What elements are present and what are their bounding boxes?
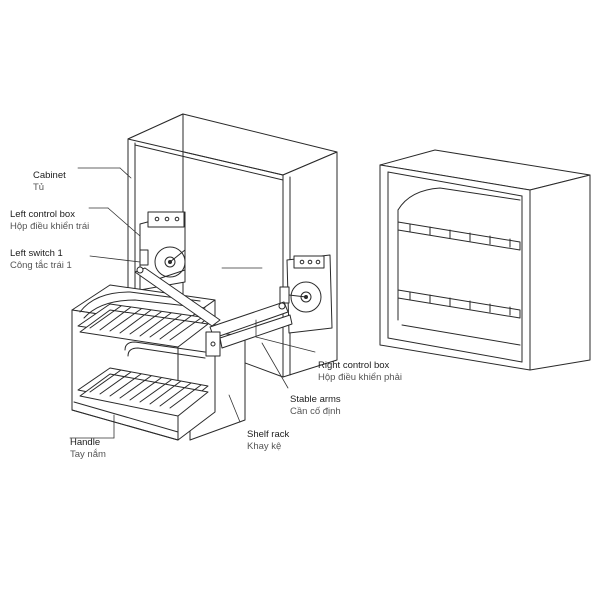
label-stable-arms-vi: Cần cố định bbox=[290, 406, 341, 417]
leader-lines bbox=[69, 167, 316, 439]
label-left-switch: Left switch 1 Công tắc trái 1 bbox=[10, 248, 72, 272]
label-cabinet-vi: Tủ bbox=[33, 182, 45, 193]
leader-left-switch bbox=[89, 255, 141, 263]
label-left-switch-en: Left switch 1 bbox=[10, 248, 63, 259]
label-left-control-box-vi: Hộp điều khiển trái bbox=[10, 221, 90, 232]
label-handle-vi: Tay nắm bbox=[70, 449, 106, 460]
label-left-control-box: Left control box Hộp điều khiển trái bbox=[10, 209, 89, 233]
leader-shelf-rack bbox=[228, 394, 241, 423]
label-handle-en: Handle bbox=[70, 437, 101, 448]
label-stable-arms-en: Stable arms bbox=[290, 394, 341, 405]
label-stable-arms: Stable arms Cần cố định bbox=[290, 394, 341, 418]
label-right-control-box: Right control box Hộp điều khiển phải bbox=[318, 360, 402, 384]
label-left-control-box-en: Left control box bbox=[10, 209, 75, 220]
label-right-control-box-en: Right control box bbox=[318, 360, 390, 371]
label-left-switch-vi: Công tắc trái 1 bbox=[10, 260, 72, 271]
right-control-box bbox=[279, 254, 333, 334]
label-shelf-rack: Shelf rack Khay kệ bbox=[247, 429, 289, 453]
label-cabinet: Cabinet Tủ bbox=[33, 170, 66, 194]
leader-stable-arms bbox=[261, 342, 289, 389]
left-control-box bbox=[139, 211, 186, 291]
shelf-rack bbox=[71, 284, 246, 441]
label-shelf-rack-en: Shelf rack bbox=[247, 429, 290, 440]
secondary-cabinet bbox=[379, 149, 591, 371]
label-right-control-box-vi: Hộp điều khiển phải bbox=[318, 372, 402, 383]
label-cabinet-en: Cabinet bbox=[33, 170, 66, 181]
label-shelf-rack-vi: Khay kệ bbox=[247, 441, 282, 452]
leader-right-control bbox=[255, 336, 316, 353]
label-handle: Handle Tay nắm bbox=[70, 437, 106, 461]
